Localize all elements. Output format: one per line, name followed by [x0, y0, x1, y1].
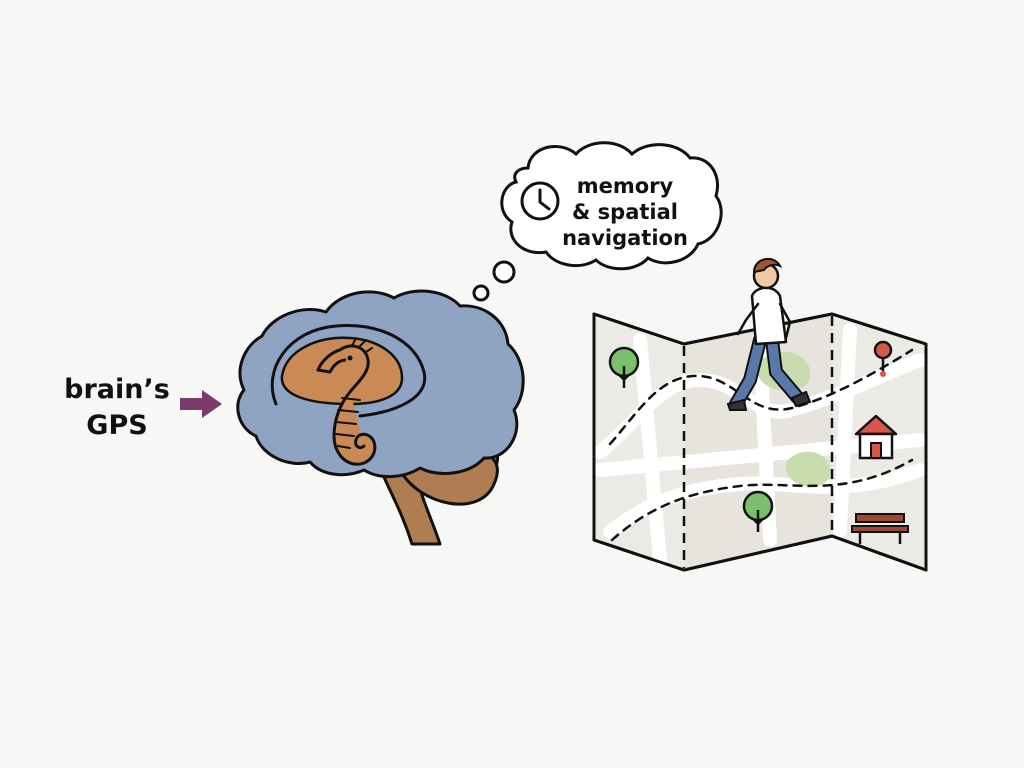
map-fold-lines — [682, 316, 834, 568]
walking-person-icon — [726, 257, 812, 411]
thought-text: memory & spatial navigation — [560, 173, 690, 251]
thought-text-line3: navigation — [562, 226, 688, 250]
folded-map — [592, 312, 928, 572]
clock-icon — [520, 181, 560, 221]
tree-icon — [608, 346, 640, 388]
house-icon — [854, 414, 898, 460]
thought-dot-large — [492, 260, 516, 284]
tree-icon — [742, 490, 774, 532]
brain — [236, 289, 525, 546]
thought-dot-small — [472, 284, 490, 302]
map-pin-icon — [873, 340, 893, 377]
map-park — [785, 451, 831, 487]
bench-icon — [851, 513, 909, 544]
gps-label: brain’s GPS — [52, 372, 182, 444]
seahorse-icon — [316, 337, 377, 466]
hippocampus-region — [280, 336, 404, 406]
gps-label-line1: brain’s — [64, 374, 170, 405]
thought-bubble — [472, 141, 723, 302]
arrow-right-icon — [180, 390, 222, 418]
gps-label-line2: GPS — [86, 410, 148, 441]
thought-text-line1: memory — [576, 174, 674, 198]
thought-text-line2: & spatial — [572, 200, 678, 224]
